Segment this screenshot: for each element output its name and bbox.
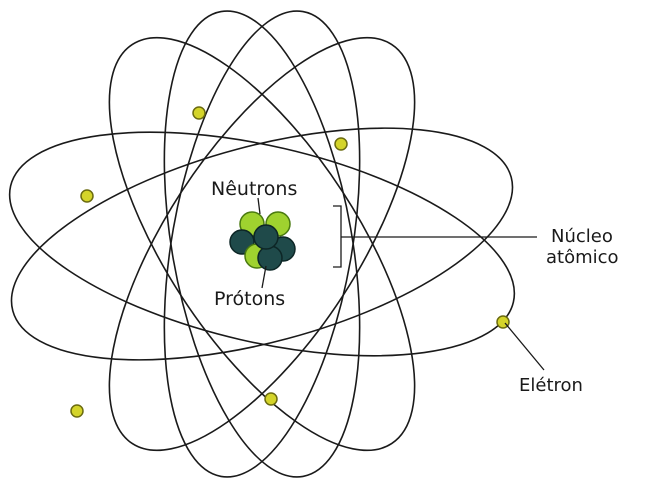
electron-3: [80, 189, 94, 203]
electron-1: [192, 106, 206, 120]
pointer-lines: [257, 197, 545, 371]
neutrons-label: Nêutrons: [211, 178, 297, 200]
electron-pointer-line: [504, 322, 545, 371]
protons-pointer-line: [261, 265, 267, 289]
neutron-3: [257, 245, 283, 271]
electrons: [70, 106, 510, 418]
orbit-6: [163, 10, 361, 478]
protons-label: Prótons: [214, 288, 285, 310]
electron-6: [264, 392, 278, 406]
neutron-4: [253, 224, 279, 250]
electron-5: [70, 404, 84, 418]
orbit-5: [163, 10, 361, 478]
neutrons-pointer-line: [257, 197, 261, 215]
nucleus: [229, 211, 296, 271]
orbit-2: [10, 127, 514, 361]
electron-label: Elétron: [519, 375, 583, 396]
nucleus-label-line-2: atômico: [546, 247, 619, 268]
orbits: [8, 10, 516, 478]
orbit-1: [8, 131, 516, 357]
nucleus-bracket: [333, 205, 342, 268]
electron-2: [334, 137, 348, 151]
nucleus-label-line-1: Núcleo: [551, 226, 613, 247]
